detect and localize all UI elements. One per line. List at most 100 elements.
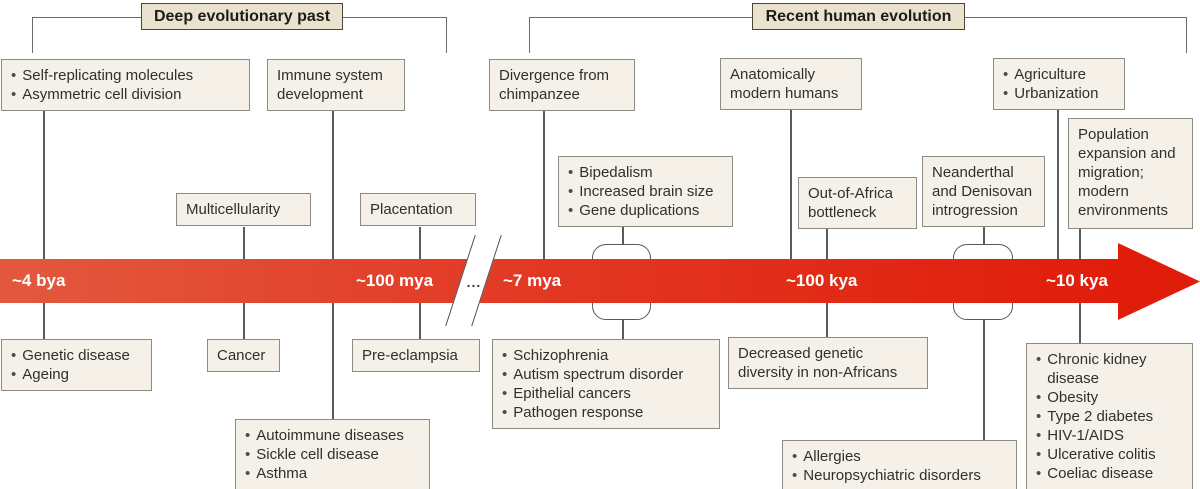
event-item: Increased brain size [579, 183, 714, 200]
list-item: • Self-replicating molecules [11, 66, 240, 85]
outcome-item: Schizophrenia [513, 347, 609, 364]
list-item: • Schizophrenia [502, 346, 710, 365]
outcome-item: Ageing [22, 366, 69, 383]
outcome-item: Asthma [256, 465, 308, 482]
outcome-item: Coeliac disease [1047, 465, 1154, 482]
connector-introgression-top [983, 227, 985, 245]
connector-hominin-bottom [622, 319, 624, 340]
bullet-icon: • [568, 164, 574, 181]
event-box-introgression: Neanderthal and Denisovan introgression [922, 156, 1045, 227]
bullet-icon: • [245, 427, 251, 444]
outcome-box-psych: • Schizophrenia • Autism spectrum disorder… [492, 339, 720, 429]
timeline-arrow [0, 259, 1118, 303]
event-box-hominin: • Bipedalism • Increased brain size • Gene … [558, 156, 733, 227]
event-item: Bipedalism [579, 164, 653, 181]
outcome-item: Genetic disease [22, 347, 130, 364]
timeline-arrowhead-icon [1118, 243, 1200, 320]
event-item: Gene duplications [579, 202, 700, 219]
list-item: • Bipedalism [568, 163, 723, 182]
outcome-item: Autoimmune diseases [256, 427, 404, 444]
bullet-icon: • [792, 448, 798, 465]
list-item: • Ageing [11, 365, 142, 384]
list-item: • Ulcerative colitis [1036, 445, 1183, 464]
timeline-break-ellipsis: ... [466, 274, 482, 290]
event-item: Agriculture [1014, 66, 1086, 83]
outcome-item: Obesity [1047, 389, 1099, 406]
list-item: • Obesity [1036, 388, 1183, 407]
outcome-item: Epithelial cancers [513, 385, 631, 402]
outcome-item: Allergies [803, 448, 861, 465]
tick-100mya: ~100 mya [356, 271, 434, 290]
bullet-icon: • [1036, 408, 1042, 425]
bullet-icon: • [568, 183, 574, 200]
tick-10kya: ~10 kya [1046, 271, 1108, 290]
list-item: •Pathogen response [502, 403, 710, 422]
outcome-box-allergies: • Allergies • Neuropsychiatric disorders [782, 440, 1017, 489]
list-item: • Sickle cell disease [245, 445, 420, 464]
bullet-icon: • [568, 202, 574, 219]
outcome-item: Neuropsychiatric disorders [803, 467, 981, 484]
bullet-icon: • [1003, 66, 1009, 83]
list-item: •Type 2 diabetes [1036, 407, 1183, 426]
outcome-box-autoimmune: • Autoimmune diseases • Sickle cell diseas… [235, 419, 430, 489]
list-item: •HIV-1/AIDS [1036, 426, 1183, 445]
bullet-icon: • [1036, 389, 1042, 406]
list-item: • Neuropsychiatric disorders [792, 466, 1007, 485]
connector-introgression-bottom [983, 319, 985, 440]
event-box-multicellularity: Multicellularity [176, 193, 311, 226]
event-box-placentation: Placentation [360, 193, 476, 226]
bullet-icon: • [11, 366, 17, 383]
list-item: • Epithelial cancers [502, 384, 710, 403]
outcome-box-genetic: • Genetic disease • Ageing [1, 339, 152, 391]
list-item: • Agriculture [1003, 65, 1115, 84]
bullet-icon: • [1036, 446, 1042, 463]
outcome-box-modern: •Chronic kidney disease • Obesity •Type 2… [1026, 343, 1193, 489]
tick-4bya: ~4 bya [12, 271, 66, 290]
bullet-icon: • [11, 86, 17, 103]
outcome-item: Sickle cell disease [256, 446, 379, 463]
bullet-icon: • [245, 446, 251, 463]
connector-divergence [543, 106, 545, 259]
deep-era-header: Deep evolutionary past [141, 3, 343, 30]
event-box-divergence: Divergence from chimpanzee [489, 59, 635, 111]
list-item: • Increased brain size [568, 182, 723, 201]
connector-amh [790, 108, 792, 259]
bullet-icon: • [1036, 465, 1042, 482]
event-box-agriculture: • Agriculture • Urbanization [993, 58, 1125, 110]
outcome-item: Pathogen response [513, 404, 644, 421]
outcome-item: Autism spectrum disorder [513, 366, 684, 383]
event-item: Urbanization [1014, 85, 1099, 102]
event-item: Asymmetric cell division [22, 86, 182, 103]
bullet-icon: • [1036, 351, 1042, 368]
bullet-icon: • [502, 385, 508, 402]
list-item: • Autoimmune diseases [245, 426, 420, 445]
bullet-icon: • [245, 465, 251, 482]
outcome-item: Ulcerative colitis [1047, 446, 1156, 463]
event-box-population: Population expansion and migration; mode… [1068, 118, 1193, 229]
list-item: • Gene duplications [568, 201, 723, 220]
bullet-icon: • [502, 366, 508, 383]
list-item: •Chronic kidney disease [1036, 350, 1183, 388]
bullet-icon: • [1003, 85, 1009, 102]
outcome-box-diversity: Decreased genetic diversity in non-Afric… [728, 337, 928, 389]
bullet-icon: • [502, 347, 508, 364]
event-box-origin: • Self-replicating molecules • Asymmetric … [1, 59, 250, 111]
event-box-bottleneck: Out-of-Africa bottleneck [798, 177, 917, 229]
outcome-box-preeclampsia: Pre-eclampsia [352, 339, 480, 372]
bullet-icon: • [11, 67, 17, 84]
event-item: Self-replicating molecules [22, 67, 194, 84]
list-item: • Asthma [245, 464, 420, 483]
outcome-box-cancer: Cancer [207, 339, 280, 372]
bullet-icon: • [11, 347, 17, 364]
event-box-immune: Immune system development [267, 59, 405, 111]
recent-era-header: Recent human evolution [752, 3, 965, 30]
bullet-icon: • [792, 467, 798, 484]
connector-agriculture [1057, 106, 1059, 259]
outcome-item: HIV-1/AIDS [1047, 427, 1124, 444]
list-item: • Coeliac disease [1036, 464, 1183, 483]
connector-hominin-top [622, 227, 624, 245]
connector-origin [43, 108, 45, 339]
list-item: • Asymmetric cell division [11, 85, 240, 104]
event-box-amh: Anatomically modern humans [720, 58, 862, 110]
